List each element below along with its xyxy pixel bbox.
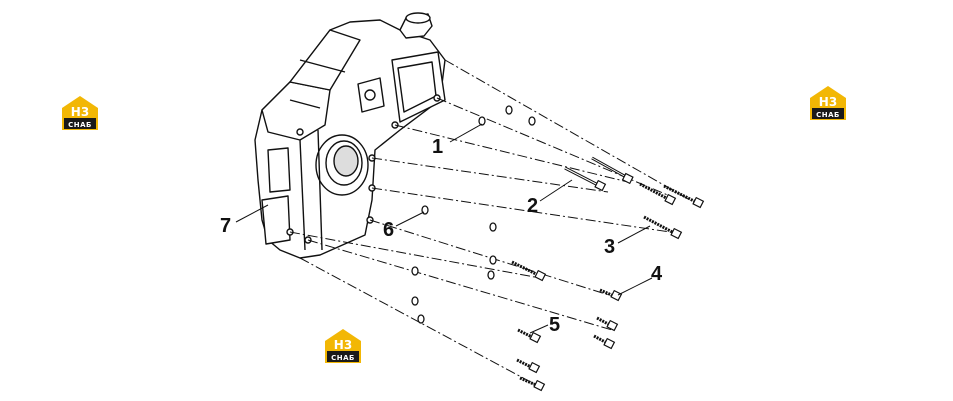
leader-line-5 [529,324,549,334]
bolt [643,215,683,240]
callout-7: 7 [220,215,231,237]
washer [489,222,497,232]
leader-line-2 [539,179,573,202]
bolts [511,156,705,392]
callout-2: 2 [527,195,538,217]
bolt [599,288,623,302]
watermark-logo: H3 СНАБ [810,86,846,120]
leader-line-1 [449,123,483,143]
watermark-logo: H3 СНАБ [62,96,98,130]
washer [487,270,495,280]
svg-text:H3: H3 [819,95,837,109]
timing-cover [254,12,446,259]
svg-text:H3: H3 [71,105,89,119]
bolt [663,184,705,209]
bolt [516,358,541,374]
callout-6: 6 [383,219,394,241]
bolt [517,328,542,344]
washer [411,266,419,276]
bolt [519,376,546,392]
svg-text:СНАБ: СНАБ [816,111,840,119]
bolt [591,156,634,185]
bolt [596,316,619,332]
washer [411,296,419,306]
washer [505,105,513,115]
callout-4: 4 [651,263,663,285]
leader-line-4 [617,277,653,296]
callout-5: 5 [549,314,560,336]
leader-line-7 [235,204,269,223]
washer [417,314,425,324]
washer [478,116,486,126]
bolt [564,166,607,192]
washers [411,105,536,324]
leader-lines [235,123,653,334]
bolt [511,260,547,282]
bolt [639,182,677,206]
callouts: 1 2 3 4 5 6 7 [220,136,663,336]
watermark-logo: H3 СНАБ [325,329,361,363]
svg-text:H3: H3 [334,338,352,352]
callout-1: 1 [432,136,443,158]
leader-line-3 [617,225,651,244]
leader-line-6 [395,211,425,227]
bolt [593,334,616,350]
callout-3: 3 [604,236,615,258]
svg-text:СНАБ: СНАБ [331,354,355,362]
alignment-lines [289,59,691,387]
svg-text:СНАБ: СНАБ [68,121,92,129]
washer [489,255,497,265]
washer [528,116,536,126]
